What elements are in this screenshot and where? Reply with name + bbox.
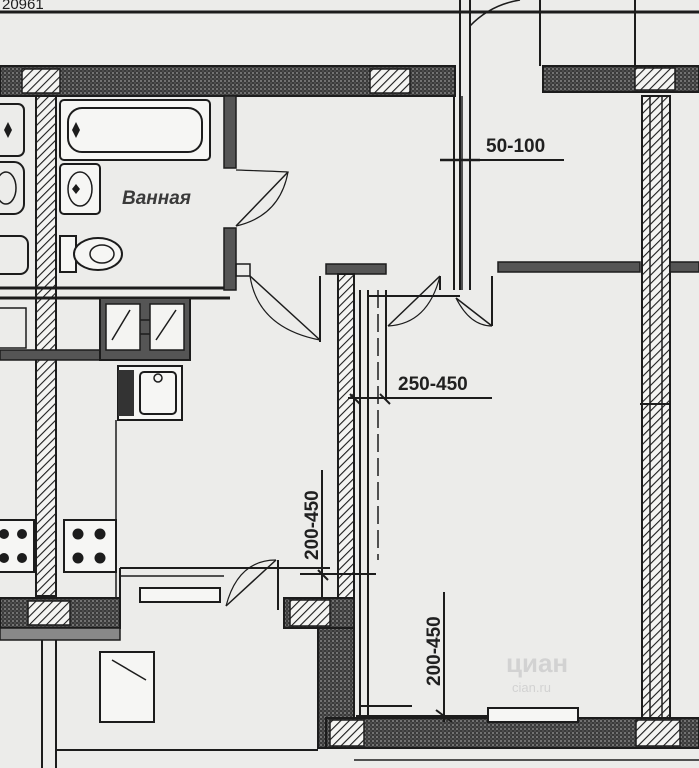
dimension-label-250-450: 250-450 bbox=[398, 374, 468, 395]
top-reference: 20961 bbox=[0, 0, 699, 290]
watermark: циан cian.ru bbox=[506, 648, 568, 695]
vent-shaft bbox=[99, 297, 191, 361]
top-reference-label: 20961 bbox=[2, 0, 44, 13]
tap-icon bbox=[4, 122, 12, 138]
dimension-250-450: 250-450 bbox=[348, 374, 492, 405]
bath-tap-icon bbox=[72, 122, 80, 138]
balcony-area bbox=[119, 559, 330, 610]
central-partition bbox=[325, 96, 480, 718]
stove bbox=[63, 519, 117, 573]
exterior-wall-bottom bbox=[0, 597, 699, 768]
exterior-wall-top bbox=[0, 65, 699, 97]
bathtub bbox=[59, 99, 211, 161]
dimension-label-200-450-bottom: 200-450 bbox=[424, 616, 445, 686]
room-label-bathroom: Ванная bbox=[122, 188, 191, 209]
pipe-runs bbox=[356, 705, 488, 717]
right-partition bbox=[497, 95, 699, 719]
neighbor-fixtures bbox=[0, 103, 29, 349]
entrance-door bbox=[235, 263, 321, 342]
bathroom-door bbox=[235, 169, 289, 227]
dimension-50-100: 50-100 bbox=[440, 136, 564, 161]
watermark-sub: cian.ru bbox=[512, 680, 551, 695]
balcony-fixture bbox=[99, 651, 155, 723]
dimension-200-450-bottom: 200-450 bbox=[424, 592, 453, 723]
bathroom: Ванная bbox=[59, 95, 289, 291]
room-doors bbox=[387, 275, 493, 327]
stove-left bbox=[0, 519, 35, 573]
kitchen-sink bbox=[115, 365, 183, 598]
toilet bbox=[59, 235, 123, 273]
watermark-logo: циан bbox=[506, 648, 568, 678]
dimension-label-50-100: 50-100 bbox=[486, 136, 545, 157]
dimension-label-200-450-left: 200-450 bbox=[302, 490, 323, 560]
dimension-200-450-left: 200-450 bbox=[300, 470, 376, 598]
